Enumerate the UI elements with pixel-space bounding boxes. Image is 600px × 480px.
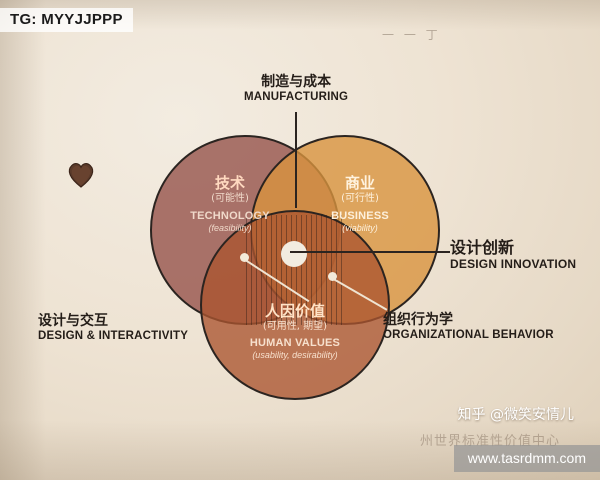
label-business: 商业 (可行性) BUSINESS (viability): [300, 174, 420, 234]
label-technology-en: TECHNOLOGY: [190, 210, 270, 223]
url-watermark: www.tasrdmm.com: [453, 445, 600, 472]
label-human-values-en-sub: (usability, desirability): [252, 350, 338, 361]
callout-design-interactivity: 设计与交互 DESIGN & INTERACTIVITY: [38, 313, 188, 344]
label-business-cn: 商业: [344, 174, 375, 192]
label-technology: 技术 (可能性) TECHNOLOGY (feasibility): [170, 174, 290, 234]
label-business-en: BUSINESS: [331, 210, 389, 223]
callout-design-innovation: 设计创新 DESIGN INNOVATION: [450, 238, 576, 272]
label-technology-cn: 技术: [214, 174, 245, 192]
callout-organizational-behavior-cn: 组织行为学: [383, 312, 453, 328]
bottom-scribble: 州世界标准性价值中心: [420, 433, 561, 448]
callout-design-interactivity-cn: 设计与交互: [38, 313, 108, 329]
callout-design-interactivity-en: DESIGN & INTERACTIVITY: [38, 329, 189, 342]
label-business-cn-sub: (可行性): [341, 192, 379, 204]
label-human-values-cn-sub: (可用性, 期望): [262, 320, 328, 332]
top-scribble: 一 一 丁: [382, 28, 441, 42]
node-design-interactivity: [240, 253, 249, 262]
node-organizational-behavior: [328, 272, 337, 281]
callout-design-innovation-cn: 设计创新: [450, 238, 515, 257]
paper-shade-left: [0, 0, 46, 480]
telegram-watermark: TG: MYYJJPPP: [0, 8, 133, 32]
callout-manufacturing-cn: 制造与成本: [261, 74, 332, 90]
leader-line-manufacturing: [295, 112, 297, 208]
zhihu-credit: 知乎 @微笑安情儿: [457, 407, 574, 423]
leader-line-design-innovation: [290, 251, 450, 253]
label-human-values-en: HUMAN VALUES: [249, 337, 341, 350]
callout-design-innovation-en: DESIGN INNOVATION: [450, 257, 577, 272]
label-technology-cn-sub: (可能性): [211, 192, 249, 204]
label-human-values-cn: 人因价值: [264, 302, 325, 320]
callout-organizational-behavior: 组织行为学 ORGANIZATIONAL BEHAVIOR: [383, 312, 554, 343]
callout-manufacturing: 制造与成本 MANUFACTURING: [244, 74, 348, 105]
label-business-en-sub: (viability): [342, 223, 378, 234]
heart-icon: [68, 163, 94, 188]
venn-diagram: 技术 (可能性) TECHNOLOGY (feasibility) 商业 (可行…: [150, 115, 440, 405]
label-human-values: 人因价值 (可用性, 期望) HUMAN VALUES (usability, …: [220, 302, 370, 361]
callout-manufacturing-en: MANUFACTURING: [244, 90, 349, 103]
callout-organizational-behavior-en: ORGANIZATIONAL BEHAVIOR: [383, 328, 554, 341]
label-technology-en-sub: (feasibility): [208, 223, 252, 234]
center-node-dot: [281, 241, 307, 267]
